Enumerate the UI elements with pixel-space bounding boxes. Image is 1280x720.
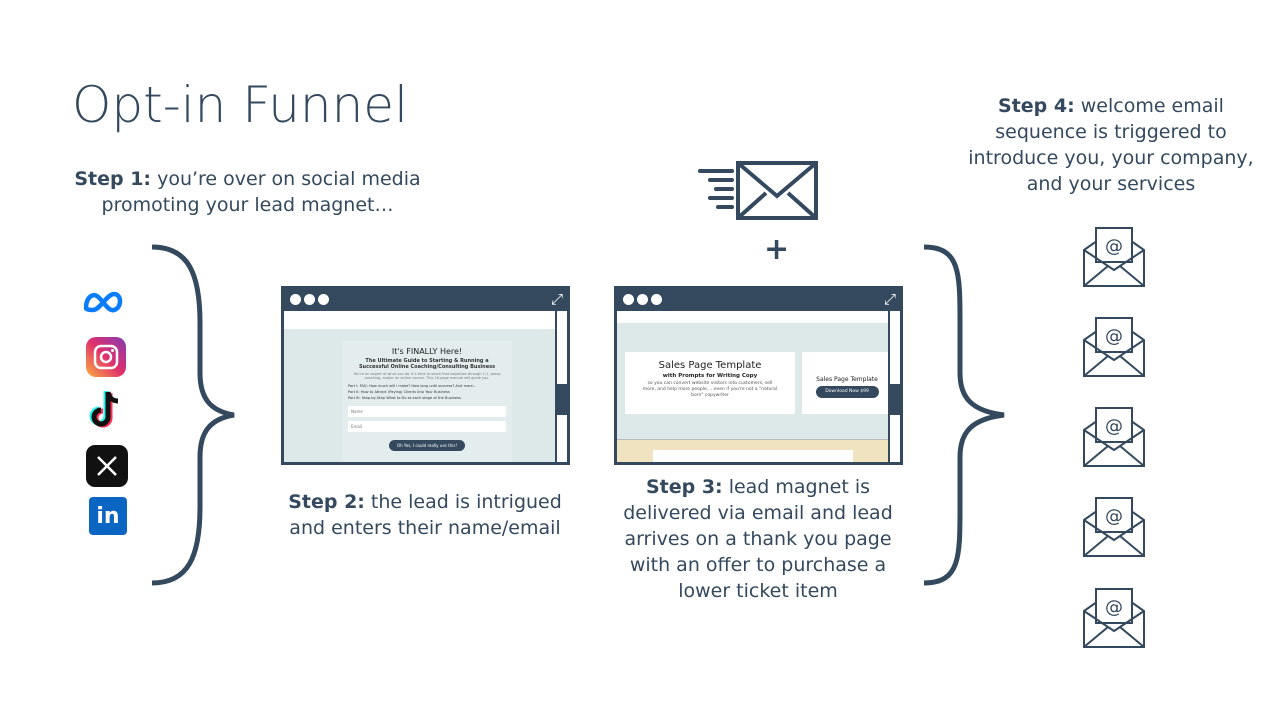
thankyou-subhead: with Prompts for Writing Copy bbox=[662, 373, 758, 379]
email-field[interactable]: Email bbox=[348, 421, 506, 432]
optin-part: Part I: FAQ: How much will I make? How l… bbox=[348, 384, 477, 388]
plus-sign: + bbox=[764, 232, 790, 267]
step1-label: Step 1: bbox=[74, 168, 152, 190]
email-at-icon: @ bbox=[1082, 316, 1146, 382]
optin-headline: It's FINALLY Here! bbox=[391, 347, 463, 356]
email-at-icon: @ bbox=[1082, 496, 1146, 562]
step3-description: lead magnet is delivered via email and l… bbox=[623, 476, 893, 602]
svg-text:@: @ bbox=[1105, 236, 1123, 257]
step2-description: the lead is intrigued and enters their n… bbox=[289, 491, 562, 539]
expand-icon[interactable]: ⤢ bbox=[550, 290, 563, 308]
expand-icon[interactable]: ⤢ bbox=[883, 290, 896, 308]
scrollbar[interactable] bbox=[888, 311, 900, 462]
thankyou-body: so you can convert website visitors into… bbox=[642, 381, 778, 398]
thankyou-headline: Sales Page Template bbox=[658, 360, 762, 371]
optin-submit-button[interactable]: Oh Yes, I could really use this! bbox=[389, 440, 465, 451]
step4-text: Step 4: welcome email sequence is trigge… bbox=[968, 93, 1254, 197]
optin-intro: You're an expert at what you do. It's ti… bbox=[353, 372, 501, 380]
svg-text:@: @ bbox=[1105, 506, 1123, 527]
step2-text: Step 2: the lead is intrigued and enters… bbox=[270, 489, 580, 541]
tiktok-icon bbox=[86, 388, 126, 432]
step3-label: Step 3: bbox=[645, 476, 723, 498]
optin-part: Part III: Step-by-Step What to Do at eac… bbox=[348, 396, 461, 400]
step2-label: Step 2: bbox=[288, 491, 365, 513]
instagram-icon bbox=[86, 337, 126, 377]
optin-part: Part II: How to Attract (Paying) Clients… bbox=[348, 390, 450, 394]
linkedin-icon: in bbox=[89, 497, 127, 535]
thankyou-page-browser: ⤢ Sales Page Template with Prompts for W… bbox=[614, 286, 903, 465]
optin-page-browser: ⤢ It's FINALLY Here! The Ultimate Guide … bbox=[281, 286, 570, 465]
scrollbar[interactable] bbox=[555, 311, 567, 462]
optin-subhead: The Ultimate Guide to Starting & Running… bbox=[358, 358, 496, 370]
step1-text: Step 1: you’re over on social media prom… bbox=[60, 166, 435, 218]
svg-text:@: @ bbox=[1105, 326, 1123, 347]
email-at-icon: @ bbox=[1082, 587, 1146, 653]
email-at-icon: @ bbox=[1082, 406, 1146, 472]
email-at-icon: @ bbox=[1082, 226, 1146, 292]
left-brace bbox=[151, 244, 235, 586]
x-icon bbox=[86, 445, 128, 487]
step1-description: you’re over on social media promoting yo… bbox=[101, 168, 421, 216]
download-button[interactable]: Download Now $99 bbox=[815, 386, 879, 398]
page-title: Opt-in Funnel bbox=[72, 76, 408, 134]
sent-email-icon bbox=[698, 161, 818, 220]
meta-icon bbox=[82, 285, 126, 319]
step4-label: Step 4: bbox=[998, 95, 1075, 117]
svg-text:@: @ bbox=[1105, 416, 1123, 437]
step3-text: Step 3: lead magnet is delivered via ema… bbox=[608, 474, 908, 604]
step4-description: welcome email sequence is triggered to i… bbox=[968, 95, 1254, 195]
offer-title: Sales Page Template bbox=[816, 376, 878, 383]
right-brace bbox=[923, 244, 1005, 586]
svg-text:@: @ bbox=[1105, 597, 1123, 618]
name-field[interactable]: Name bbox=[348, 406, 506, 417]
